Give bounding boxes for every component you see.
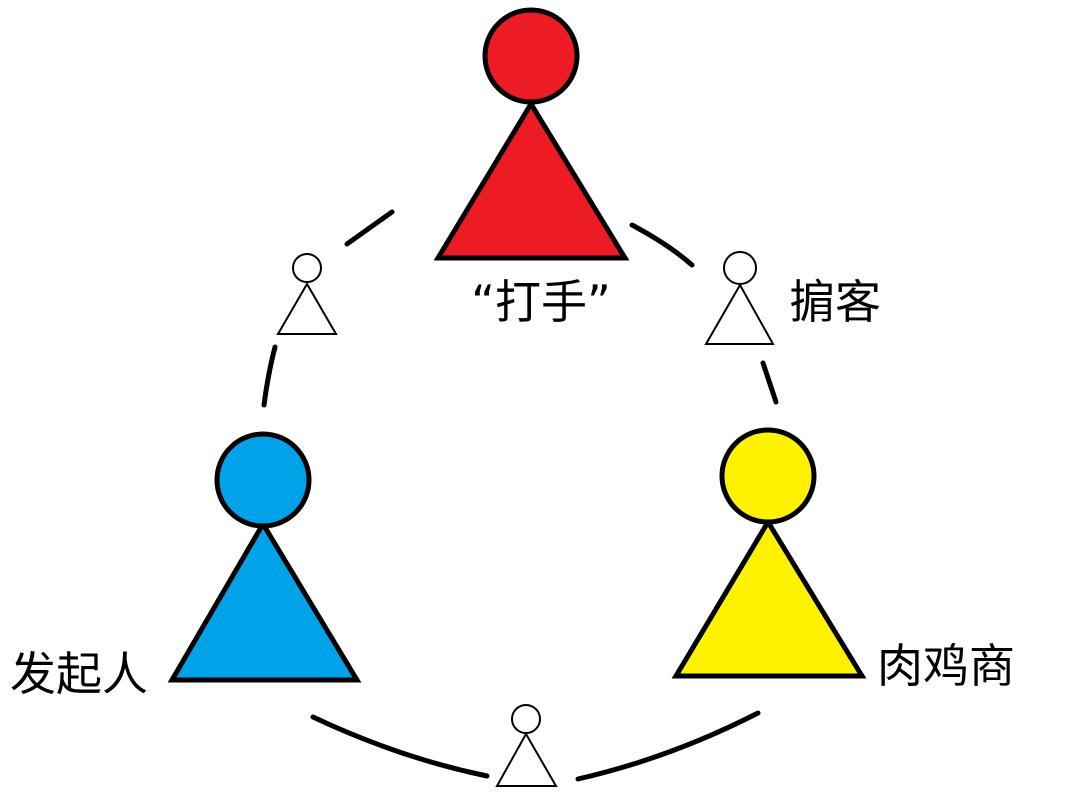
arc-bottom-left: [310, 714, 490, 779]
broker-body: [704, 282, 775, 345]
arc-top-right-lower: [760, 360, 779, 405]
enforcer-label: “打手”: [471, 275, 611, 329]
small-figure-upper-left: [276, 253, 338, 335]
initiator-figure: [167, 431, 362, 683]
broker-head: [723, 251, 757, 285]
connector-arcs: [261, 209, 779, 782]
initiator-label: 发起人: [10, 647, 148, 701]
arc-bottom-right: [575, 710, 761, 782]
broker-label: 掮客: [789, 275, 881, 329]
meat-chicken-merchant-figure: [671, 427, 867, 679]
enforcer-head: [482, 7, 580, 105]
initiator-body: [167, 519, 362, 683]
small-figure-bottom-body: [495, 731, 558, 787]
broker-figure: [704, 251, 775, 345]
small-figure-bottom-head: [511, 704, 541, 734]
meat-chicken-merchant-body: [671, 517, 867, 679]
small-figure-upper-left-body: [276, 282, 338, 335]
meat-chicken-merchant-head: [719, 427, 817, 525]
enforcer-figure: [433, 7, 630, 261]
arc-top-left-lower: [261, 344, 278, 408]
arc-top-left-upper: [344, 209, 395, 247]
meat-chicken-merchant-label: 肉鸡商: [877, 639, 1015, 693]
arc-top-right-upper: [629, 222, 695, 268]
enforcer-body: [433, 99, 630, 261]
small-figure-upper-left-head: [292, 253, 322, 283]
initiator-head: [214, 431, 312, 529]
small-figure-bottom: [495, 704, 558, 787]
